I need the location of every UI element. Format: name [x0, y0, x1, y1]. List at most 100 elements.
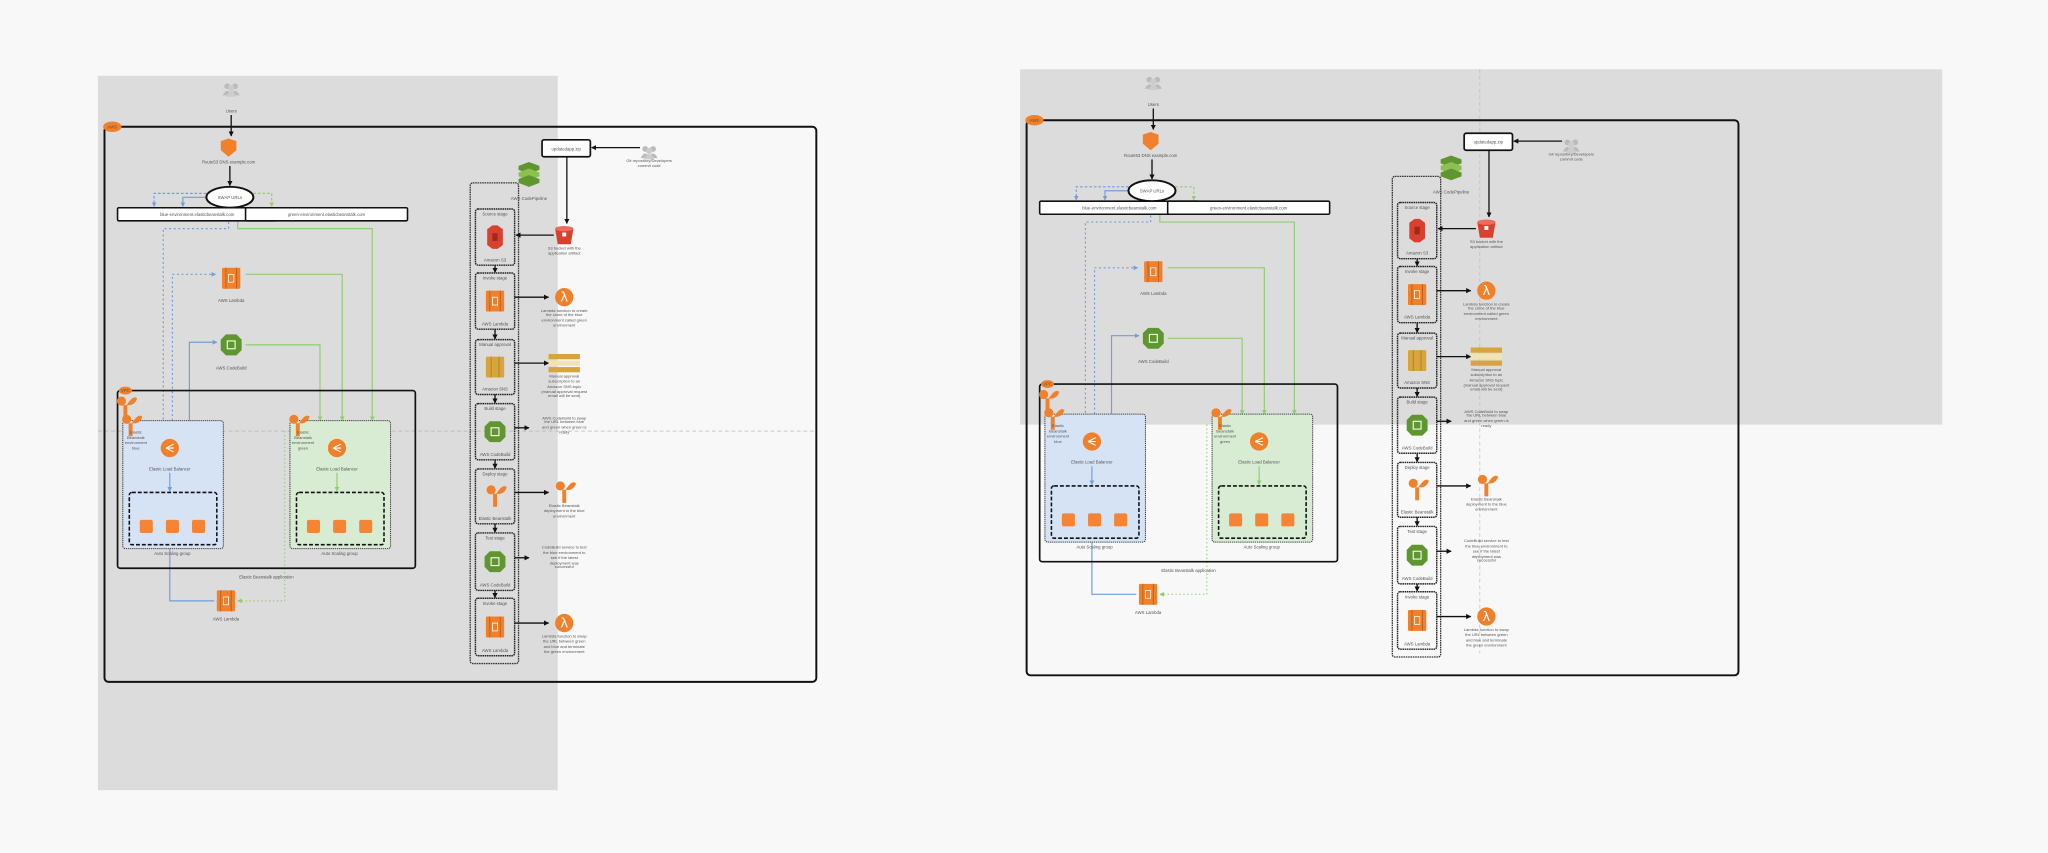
stage-service-label: Amazon S3 — [484, 257, 507, 262]
note-6: CodeBuild service to test the blue envir… — [541, 546, 587, 571]
codebuild-icon — [1406, 414, 1428, 436]
ec2-instance-icon — [1061, 513, 1075, 527]
load-balancer-icon — [327, 438, 347, 458]
vpc-elastic-beanstalk-icon — [1039, 389, 1060, 412]
elastic-beanstalk-icon — [486, 485, 507, 507]
elastic-beanstalk-icon — [289, 414, 310, 437]
swap-urls-label: SWAP URLs — [218, 195, 242, 200]
codepipeline-box — [469, 182, 520, 665]
asg-label: Auto Scaling group — [154, 551, 191, 556]
users-icon — [1562, 139, 1580, 153]
stage-service-label: AWS CodeBuild — [480, 583, 511, 588]
stage-service-label: Amazon SNS — [1404, 380, 1430, 385]
eb-application-box — [1038, 383, 1339, 563]
stage-service-label: AWS Lambda — [482, 648, 509, 653]
stage-service-label: Amazon SNS — [482, 387, 508, 392]
lambda-label: AWS Lambda — [218, 298, 245, 303]
codepipeline-label: AWS CodePipeline — [1433, 189, 1470, 194]
codebuild-icon — [484, 551, 506, 573]
ec2-instance-icon — [165, 519, 179, 533]
connector — [188, 339, 218, 421]
aws-badge-label: AWS — [108, 124, 118, 129]
elastic-beanstalk-icon — [1044, 408, 1065, 430]
connector — [1102, 190, 1129, 201]
codebuild-icon — [220, 334, 242, 356]
lambda-icon — [1138, 583, 1158, 605]
note-1-wrap: S3 bucket with the application artifact — [1470, 240, 1503, 249]
blue-environment: Elastic Beanstalk environment blueElasti… — [122, 414, 224, 556]
codebuild-label: AWS CodeBuild — [1138, 359, 1169, 364]
auto-scaling-group-box — [1050, 485, 1140, 539]
ec2-instance-icon — [359, 519, 373, 533]
stage-service-label: AWS CodeBuild — [1402, 445, 1433, 450]
stage-service-label: AWS Lambda — [482, 321, 509, 326]
connector — [1073, 186, 1129, 201]
blue-url-box-label: blue-environment.elasticbeanstalk.com — [1082, 205, 1157, 210]
stage-service-label: Elastic Beanstalk — [1401, 509, 1435, 514]
svg-text:λ: λ — [1483, 284, 1491, 299]
note-6-wrap: CodeBuild service to test the blue envir… — [1464, 539, 1509, 563]
connector — [1167, 337, 1245, 415]
ec2-instance-icon — [306, 519, 320, 533]
stage-service-label: AWS Lambda — [1404, 315, 1431, 320]
svg-text:λ: λ — [1483, 610, 1491, 625]
svg-text:λ: λ — [560, 616, 568, 631]
updatedapp-zip-box: updatedapp.zip — [541, 138, 592, 158]
note-7: Lambda function to swap the URL between … — [541, 634, 587, 654]
codepipeline-icon — [1440, 155, 1462, 181]
note-4-wrap: AWS CodeBuild to swap the URL between bl… — [542, 416, 586, 435]
vpc-badge-label: VPC — [121, 388, 130, 393]
green-environment: Elastic Beanstalk environment greenElast… — [1211, 408, 1314, 550]
stage-title: Source stage — [1404, 205, 1430, 210]
ec2-instance-icon — [1114, 513, 1128, 527]
lambda-icon — [1408, 610, 1427, 631]
note-3: Manual approval subscription to an Amazo… — [541, 374, 588, 399]
lambda-function-icon: λ — [1477, 607, 1496, 626]
note-4-wrap: AWS CodeBuild to swap the URL between bl… — [1464, 410, 1508, 429]
asg-label: Auto Scaling group — [321, 551, 358, 556]
note-5-wrap: Elastic Beanstalk deployment to the blue… — [544, 504, 585, 518]
note-2: Lambda function to create the clone of t… — [540, 308, 588, 328]
note-3-wrap: Manual approval subscription to an Amazo… — [541, 374, 588, 399]
sns-topic-icon — [1470, 347, 1503, 366]
green-url-box: green-environment.elasticbeanstalk.com — [1166, 200, 1331, 216]
eb-application-label: Elastic Beanstalk application — [239, 575, 294, 580]
elb-label: Elastic Load Balancer — [1238, 460, 1280, 465]
stage-title: Deploy stage — [1405, 465, 1431, 470]
codepipeline-icon — [518, 162, 540, 187]
note-3-wrap: Manual approval subscription to an Amazo… — [1463, 368, 1509, 392]
connector — [1091, 542, 1137, 595]
route53-icon — [1142, 131, 1159, 151]
blue-environment-label: Elastic Beanstalk environment blue — [1046, 424, 1070, 444]
stage-title: Build stage — [1407, 400, 1429, 405]
elastic-beanstalk-deploy-icon — [555, 481, 576, 503]
connector — [1175, 186, 1197, 201]
aws-cloud-frame — [1025, 119, 1740, 677]
elastic-beanstalk-deploy-icon — [1477, 474, 1499, 497]
route53-label: Route53 DNS example.com — [1124, 153, 1178, 158]
stage-title: Invoke stage — [483, 601, 508, 606]
note-1-wrap: S3 bucket with the application artifact — [548, 247, 581, 256]
ec2-instance-icon — [333, 519, 347, 533]
connector — [245, 273, 345, 422]
asg-label: Auto Scaling group — [1076, 545, 1113, 550]
green-environment: Elastic Beanstalk environment greenElast… — [289, 414, 392, 556]
lambda-icon — [222, 267, 241, 289]
sns-icon — [485, 356, 505, 378]
git-repository-label: Git repository/Developers commit code — [1548, 152, 1595, 162]
lambda-icon — [485, 290, 505, 312]
stage-title: Test stage — [485, 535, 505, 540]
elb-label: Elastic Load Balancer — [1071, 460, 1113, 465]
git-repository-label-wrap: Git repository/Developers commit code — [1548, 152, 1595, 162]
blue-environment-label: Elastic Beanstalk environment blue — [124, 431, 147, 451]
bottom-lambda-label: AWS Lambda — [213, 616, 240, 621]
s3-bucket-icon — [555, 226, 574, 245]
eb-application-box — [116, 389, 417, 570]
note-2-wrap: Lambda function to create the clone of t… — [540, 308, 588, 328]
green-environment-label: Elastic Beanstalk environment green — [291, 431, 315, 451]
